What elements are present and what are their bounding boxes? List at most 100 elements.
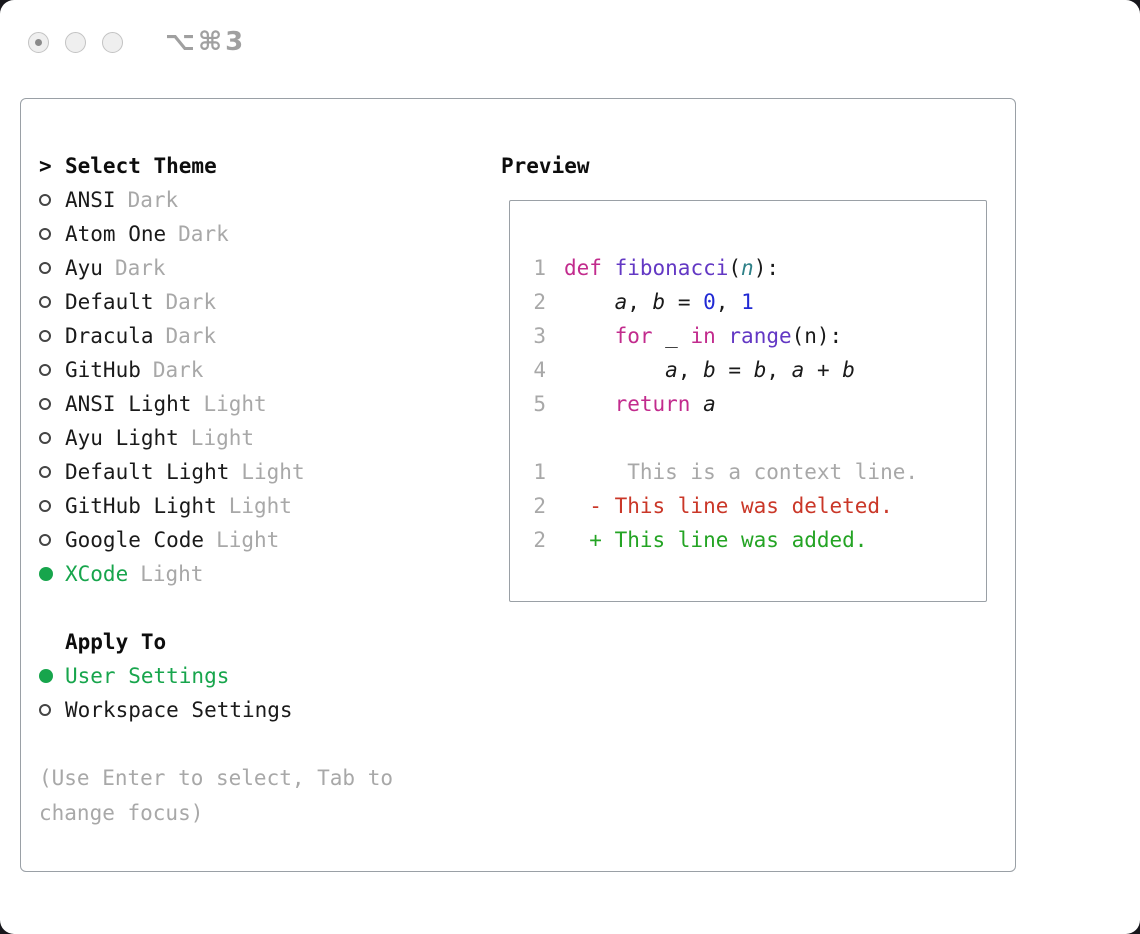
diff-line-context: 1 This is a context line. bbox=[532, 455, 986, 489]
hint-text: (Use Enter to select, Tab to change focu… bbox=[39, 766, 394, 825]
diff-token: This is a context line. bbox=[564, 460, 919, 484]
diff-text: + This line was added. bbox=[564, 528, 867, 552]
code-token: a bbox=[665, 358, 678, 382]
apply-to-heading: Apply To bbox=[39, 625, 501, 659]
radio-circle bbox=[39, 466, 51, 478]
line-number: 2 bbox=[533, 290, 546, 314]
radio-circle bbox=[39, 228, 51, 240]
radio-circle bbox=[39, 432, 51, 444]
code-token: in bbox=[690, 324, 716, 348]
radio-icon bbox=[39, 398, 65, 410]
radio-circle bbox=[39, 704, 51, 716]
code-token: a bbox=[791, 358, 805, 382]
theme-option-label: Atom One bbox=[65, 222, 167, 246]
theme-variant-label: Light bbox=[203, 392, 267, 416]
line-number: 2 bbox=[533, 528, 546, 552]
theme-option-label: ANSI Light bbox=[65, 392, 192, 416]
apply-option-label: Workspace Settings bbox=[65, 698, 293, 722]
line-number: 5 bbox=[533, 392, 546, 416]
diff-token: - This line was deleted. bbox=[564, 494, 893, 518]
code-token: a bbox=[614, 290, 628, 314]
radio-circle bbox=[39, 262, 51, 274]
apply-option-user-settings[interactable]: User Settings bbox=[39, 659, 501, 693]
code-token: a bbox=[703, 392, 716, 416]
code-token bbox=[564, 290, 615, 314]
diff-block: 1 This is a context line. 2 - This line w… bbox=[532, 455, 986, 557]
code-line: 4 a, b = b, a + b bbox=[532, 353, 986, 387]
code-line: 3 for _ in range(n): bbox=[532, 319, 986, 353]
apply-to-title: Apply To bbox=[65, 630, 167, 654]
code-token: (n): bbox=[791, 324, 843, 348]
theme-option-github[interactable]: GitHub Dark bbox=[39, 353, 501, 387]
radio-circle bbox=[39, 364, 51, 376]
code-token: def bbox=[564, 256, 602, 280]
theme-option-label: Ayu Light bbox=[65, 426, 179, 450]
theme-option-default-light[interactable]: Default Light Light bbox=[39, 455, 501, 489]
radio-circle bbox=[39, 398, 51, 410]
theme-option-label: ANSI bbox=[65, 188, 116, 212]
diff-token: + This line was added. bbox=[564, 528, 868, 552]
radio-icon bbox=[39, 466, 65, 478]
diff-line-added: 2 + This line was added. bbox=[532, 523, 986, 557]
code-token bbox=[602, 256, 615, 280]
theme-option-label: Default Light bbox=[65, 460, 230, 484]
keyboard-shortcut-label: ⌥⌘3 bbox=[165, 27, 247, 57]
theme-variant-label: Dark bbox=[152, 358, 204, 382]
theme-variant-label: Light bbox=[241, 460, 305, 484]
theme-option-ansi[interactable]: ANSI Dark bbox=[39, 183, 501, 217]
theme-option-label: Dracula bbox=[65, 324, 154, 348]
code-token bbox=[564, 358, 665, 382]
code-token: , bbox=[677, 358, 704, 382]
code-token: return bbox=[614, 392, 691, 416]
code-token: , bbox=[715, 290, 742, 314]
code-token bbox=[564, 324, 615, 348]
code-token: ( bbox=[728, 256, 742, 280]
radio-icon bbox=[39, 228, 65, 240]
radio-selected-icon bbox=[39, 567, 65, 581]
code-token bbox=[716, 324, 729, 348]
select-theme-heading: > Select Theme bbox=[39, 149, 501, 183]
code-token: = bbox=[665, 290, 704, 314]
code-line: 5 return a bbox=[532, 387, 986, 421]
code-token: ): bbox=[753, 256, 779, 280]
window-button-minimize[interactable] bbox=[65, 31, 86, 53]
code-line: 2 a, b = 0, 1 bbox=[532, 285, 986, 319]
code-token bbox=[564, 392, 615, 416]
apply-option-workspace-settings[interactable]: Workspace Settings bbox=[39, 693, 501, 727]
code-text: def fibonacci(n): bbox=[564, 256, 779, 280]
code-token: = bbox=[715, 358, 754, 382]
theme-option-ansi-light[interactable]: ANSI Light Light bbox=[39, 387, 501, 421]
code-token: , bbox=[766, 358, 792, 382]
code-token: + bbox=[804, 358, 843, 382]
line-number: 1 bbox=[533, 256, 546, 280]
theme-option-label: GitHub Light bbox=[65, 494, 217, 518]
focus-cursor: > bbox=[39, 154, 52, 178]
radio-icon bbox=[39, 194, 65, 206]
theme-variant-label: Dark bbox=[178, 222, 229, 246]
radio-circle bbox=[39, 669, 53, 683]
window-button-close[interactable] bbox=[28, 31, 49, 53]
code-token: b bbox=[842, 358, 855, 382]
theme-option-dracula[interactable]: Dracula Dark bbox=[39, 319, 501, 353]
select-theme-title: Select Theme bbox=[65, 154, 217, 178]
titlebar: ⌥⌘3 bbox=[28, 27, 246, 57]
line-number: 2 bbox=[533, 494, 546, 518]
code-token: n bbox=[741, 256, 754, 280]
theme-option-atom-one[interactable]: Atom One Dark bbox=[39, 217, 501, 251]
window-button-zoom[interactable] bbox=[102, 31, 123, 53]
theme-variant-label: Dark bbox=[165, 324, 217, 348]
theme-variant-label: Dark bbox=[127, 188, 179, 212]
theme-option-label: GitHub bbox=[65, 358, 141, 382]
code-token: range bbox=[728, 324, 792, 348]
